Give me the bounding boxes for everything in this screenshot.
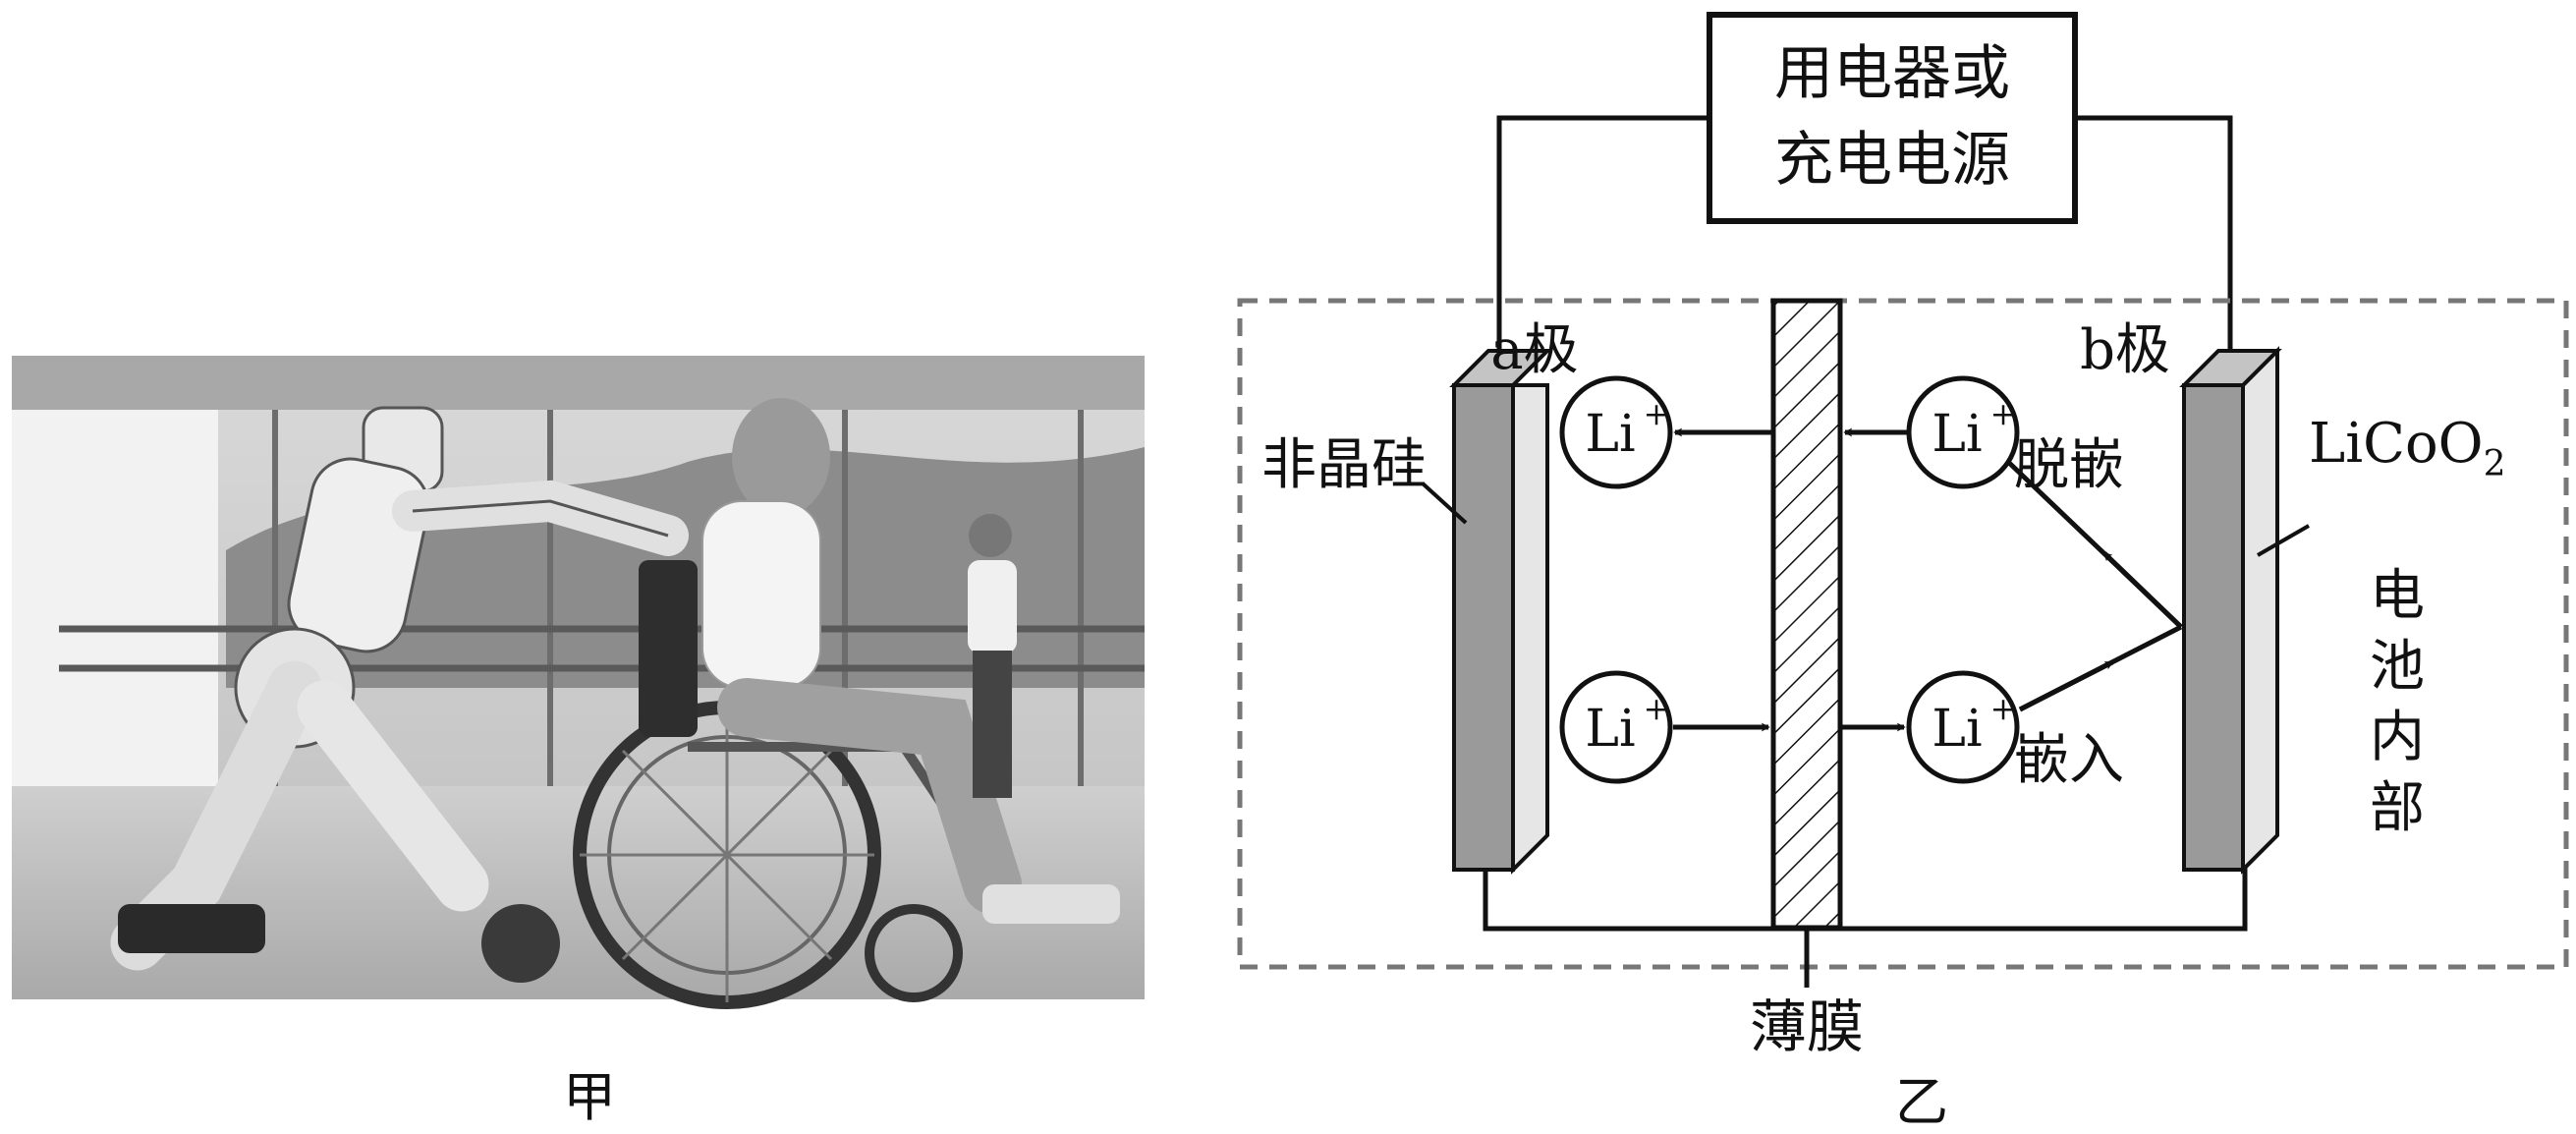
caption-jia: 甲 <box>563 1066 616 1128</box>
svg-text:+: + <box>1644 395 1670 432</box>
ion-b-top: Li + <box>1906 375 2020 489</box>
photo-man <box>701 398 1120 924</box>
photo-robot <box>110 406 689 983</box>
electrode-b-material: LiCoO2 <box>2309 412 2505 484</box>
svg-text:+: + <box>1644 690 1670 727</box>
electrode-b-label: b极 <box>2080 318 2170 382</box>
electrode-a-material: 非晶硅 <box>1261 433 1427 497</box>
svg-text:内: 内 <box>2370 706 2425 769</box>
svg-text:池: 池 <box>2370 635 2425 699</box>
photo-ceiling <box>12 356 1145 410</box>
svg-text:+: + <box>1990 690 2017 727</box>
photo-wall <box>12 410 218 803</box>
ion-a-bottom: Li + <box>1559 670 1673 784</box>
separator-film <box>1770 298 1843 931</box>
film-label: 薄膜 <box>1750 993 1864 1060</box>
electrode-b <box>2179 346 2282 875</box>
battery-inside-label: 电 池 内 部 <box>2370 564 2425 840</box>
material-a-leader <box>1421 482 1468 525</box>
external-circuit-wire <box>1496 115 2233 398</box>
svg-text:Li: Li <box>1585 405 1635 464</box>
ion-flow-arrows <box>1673 427 2183 732</box>
caption-yi: 乙 <box>1895 1071 1948 1133</box>
device-label-line2: 充电电源 <box>1774 126 2010 195</box>
arrow-deintercalation-head <box>2102 551 2183 629</box>
internal-bottom-wire <box>1483 865 2248 932</box>
battery-boundary <box>1237 298 2569 970</box>
electrode-a <box>1449 349 1552 875</box>
svg-text:+: + <box>1990 395 2017 432</box>
photo-bystander <box>968 514 1017 798</box>
svg-text:Li: Li <box>1585 700 1635 759</box>
material-b-leader <box>2257 524 2310 557</box>
svg-text:Li: Li <box>1932 405 1982 464</box>
device-label-line1: 用电器或 <box>1774 39 2010 108</box>
arrow-intercalation-head <box>2018 659 2114 712</box>
photo-robot-wheelchair <box>12 356 1145 1009</box>
ion-a-top: Li + <box>1559 375 1673 489</box>
svg-text:部: 部 <box>2370 776 2425 840</box>
electrode-a-label: a极 <box>1490 318 1578 382</box>
svg-text:电: 电 <box>2370 564 2425 628</box>
ion-b-bottom: Li + <box>1906 670 2020 784</box>
deintercalation-label: 脱嵌 <box>2014 433 2124 497</box>
svg-text:Li: Li <box>1932 700 1982 759</box>
intercalation-label: 嵌入 <box>2014 728 2124 792</box>
